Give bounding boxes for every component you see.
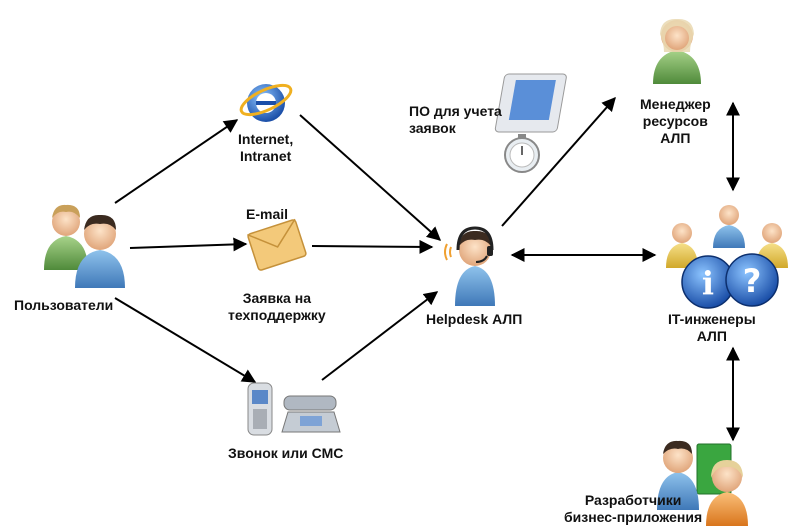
- phone-label: Звонок или СМС: [228, 445, 344, 461]
- request-label: Заявка на техподдержку: [228, 290, 326, 323]
- phone-icon: [247, 382, 341, 436]
- developers-label: Разработчики бизнес-приложения: [564, 492, 703, 525]
- envelope-icon: [247, 218, 307, 271]
- edge-helpdesk-software: [501, 96, 616, 227]
- edge-users-email: [129, 237, 248, 252]
- edge-email-helpdesk: [311, 239, 434, 254]
- users-label: Пользователи: [14, 297, 114, 313]
- internet-label: Internet, Intranet: [238, 131, 294, 164]
- users-group-icon: [44, 204, 125, 288]
- software-label: ПО для учета заявок: [409, 103, 502, 136]
- calculator-stopwatch-icon: [494, 73, 567, 173]
- operator-headset-icon: [444, 226, 495, 306]
- manager-label: Менеджер ресурсов АЛП: [640, 96, 711, 146]
- manager-person-icon: [653, 18, 701, 84]
- edge-users-internet: [114, 119, 239, 204]
- edge-phone-helpdesk: [321, 291, 439, 381]
- engineers-label: IT-инженеры АЛП: [668, 311, 756, 344]
- helpdesk-label: Helpdesk АЛП: [426, 311, 523, 327]
- it-engineers-info-icon: i ?: [666, 205, 788, 309]
- svg-text:i: i: [702, 264, 714, 302]
- edges: [114, 96, 740, 442]
- edge-users-phone: [114, 297, 257, 383]
- edge-internet-helpdesk: [299, 114, 442, 241]
- developers-book-icon: [657, 440, 748, 526]
- svg-text:?: ?: [743, 262, 762, 300]
- internet-explorer-icon: [239, 83, 293, 122]
- email-label: E-mail: [246, 206, 289, 222]
